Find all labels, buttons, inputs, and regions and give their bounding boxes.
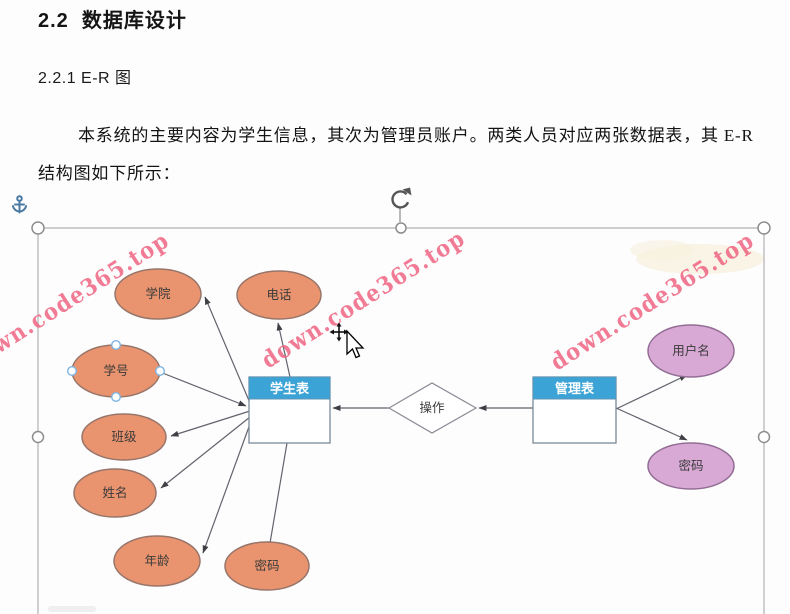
svg-text:学号: 学号: [103, 363, 128, 378]
er-connectors: [159, 296, 688, 554]
svg-text:密码: 密码: [254, 558, 279, 573]
handle-top-right[interactable]: [757, 221, 771, 235]
svg-text:年龄: 年龄: [144, 554, 170, 568]
entity-admin-label: 管理表: [555, 381, 595, 396]
entity-student-table[interactable]: 学生表: [248, 376, 331, 444]
handle-mid-left[interactable]: [31, 430, 45, 444]
move-arrows-icon: [329, 322, 349, 342]
svg-text:班级: 班级: [111, 430, 137, 444]
attribute-age[interactable]: 年龄: [113, 535, 201, 587]
shape-selection-handles[interactable]: [66, 340, 165, 403]
svg-text:姓名: 姓名: [102, 485, 127, 500]
attribute-class[interactable]: 班级: [81, 413, 167, 461]
rotate-icon-arrowhead: [402, 187, 412, 196]
attribute-name[interactable]: 姓名: [73, 468, 157, 518]
mouse-cursor: [329, 322, 365, 359]
selection-handles[interactable]: [31, 221, 771, 444]
attribute-phone[interactable]: 电话: [236, 270, 322, 320]
attribute-username[interactable]: 用户名: [647, 324, 735, 378]
svg-text:电话: 电话: [266, 288, 291, 302]
anchor-icon[interactable]: [12, 195, 27, 214]
entity-admin-table[interactable]: 管理表: [532, 376, 617, 444]
entity-student-label: 学生表: [270, 381, 310, 396]
section-heading: 2.2 数据库设计: [38, 10, 187, 32]
relation-diamond[interactable]: 操作: [387, 382, 478, 434]
svg-text:学院: 学院: [145, 286, 171, 301]
highlight-artifact: [48, 240, 764, 612]
svg-text:密码: 密码: [678, 458, 703, 473]
subsection-heading: 2.2.1 E-R 图: [38, 70, 132, 87]
attribute-college[interactable]: 学院: [114, 268, 202, 320]
arrow-pointer-icon: [346, 329, 365, 359]
attribute-password-admin[interactable]: 密码: [647, 442, 735, 490]
relation-label: 操作: [419, 400, 445, 415]
rotate-handle[interactable]: [391, 187, 412, 223]
handle-mid-right[interactable]: [757, 430, 771, 444]
paragraph-line-1: 本系统的主要内容为学生信息，其次为管理员账户。两类人员对应两张数据表，其 E-R: [78, 126, 754, 145]
attribute-password-student[interactable]: 密码: [224, 541, 310, 591]
rotate-icon: [391, 190, 410, 209]
attribute-student-id[interactable]: 学号: [66, 340, 165, 403]
paragraph-line-2: 结构图如下所示：: [38, 164, 181, 183]
handle-top-left[interactable]: [31, 221, 45, 235]
svg-text:用户名: 用户名: [672, 343, 710, 358]
handle-top-center[interactable]: [395, 222, 407, 234]
